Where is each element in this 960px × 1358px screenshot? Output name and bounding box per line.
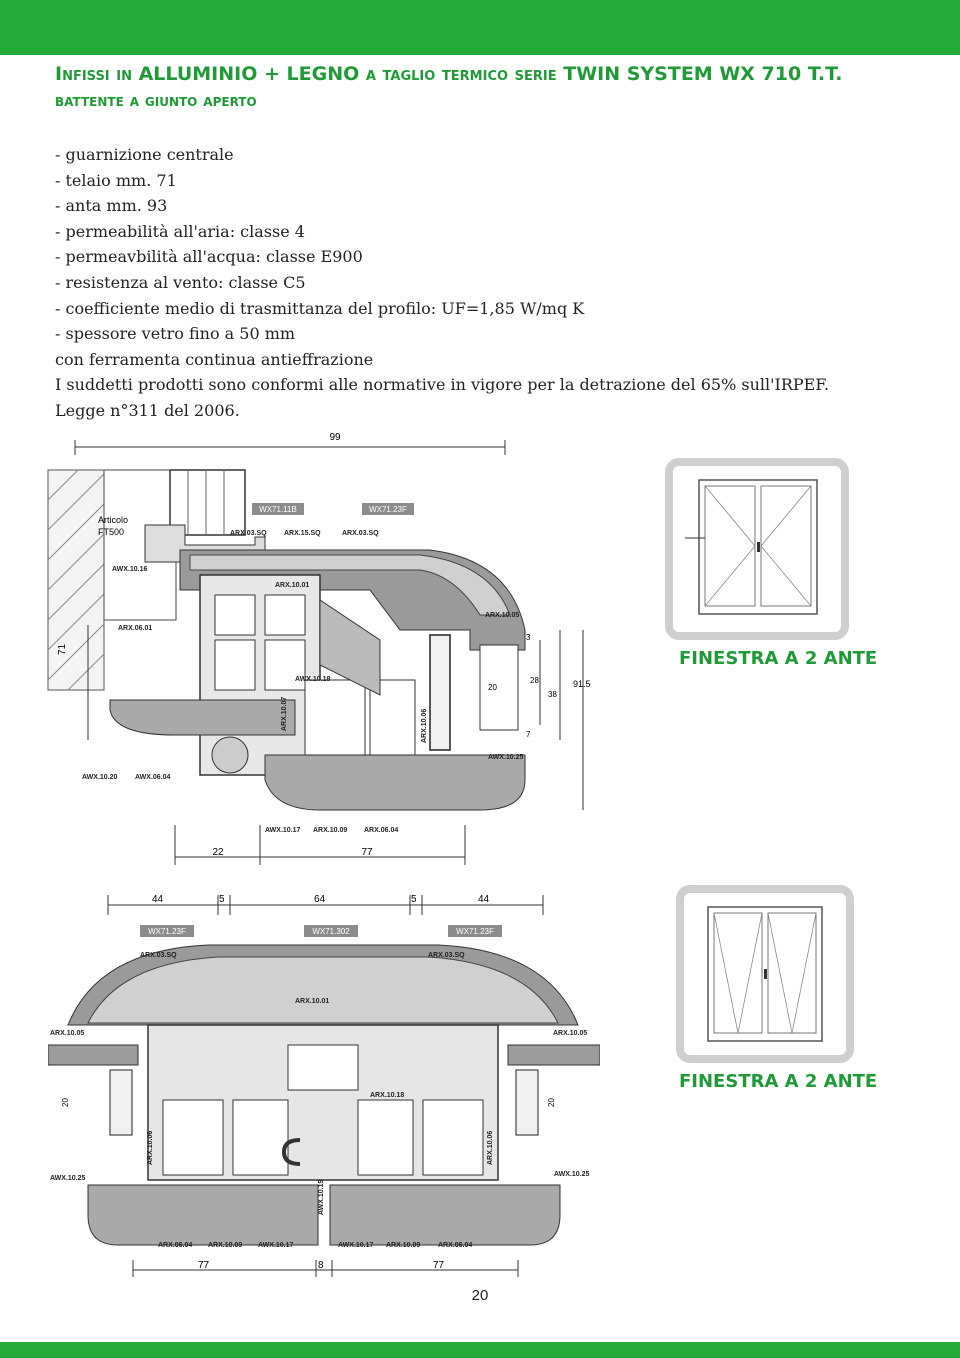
spec-item: Legge n°311 del 2006. (55, 400, 240, 420)
profile-code: WX71.23F (456, 927, 494, 936)
part-label: AWX.10.19 (318, 1179, 325, 1215)
part-label: ARX.10.05 (553, 1030, 587, 1037)
window-caption: FINESTRA A 2 ANTE (679, 648, 878, 669)
window-caption: FINESTRA A 2 ANTE (679, 1071, 878, 1092)
spec-item: - anta mm. 93 (55, 196, 168, 216)
dim-label: 3 (526, 633, 531, 642)
title-line-2: battente a giunto aperto (55, 91, 257, 111)
part-label: ARX.10.06 (147, 1131, 154, 1165)
part-label: AWX.10.17 (258, 1242, 294, 1249)
dim-label: 99 (329, 432, 341, 443)
spec-list: - guarnizione centrale - telaio mm. 71 -… (55, 142, 935, 424)
spec-item: - resistenza al vento: classe C5 (55, 272, 306, 292)
section-drawing-frame: 99 71 3 20 28 38 91.5 7 22 77 Articolo F… (40, 425, 600, 870)
part-label: AWX.10.25 (554, 1171, 590, 1178)
dim-label: 7 (526, 730, 531, 739)
article-label: Articolo (98, 515, 128, 525)
page-title: Infissi in ALLUMINIO + LEGNO a taglio te… (55, 62, 935, 112)
dim-label: 5 (411, 894, 417, 905)
spec-item: I suddetti prodotti sono conformi alle n… (55, 375, 830, 395)
dim-label: 77 (198, 1260, 210, 1271)
spec-item: - permeabilità all'aria: classe 4 (55, 221, 305, 241)
spec-item: - spessore vetro fino a 50 mm (55, 324, 296, 344)
dim-label: 38 (548, 690, 557, 699)
part-label: ARX.10.18 (370, 1092, 404, 1099)
part-label: AWX.10.18 (295, 676, 331, 683)
part-label: ARX.06.04 (158, 1242, 192, 1249)
window-2-sash-icon (665, 458, 849, 640)
part-label: ARX.06.04 (364, 827, 398, 834)
part-label: ARX.10.05 (485, 612, 519, 619)
part-label: AWX.10.20 (82, 774, 118, 781)
dim-label: 5 (219, 894, 225, 905)
part-label: ARX.10.05 (50, 1030, 84, 1037)
part-label: ARX.03.SQ (342, 530, 379, 537)
dim-label: 71 (57, 643, 68, 655)
part-label: ARX.10.07 (281, 697, 288, 731)
spec-item: - coefficiente medio di trasmittanza del… (55, 298, 585, 318)
part-label: ARX.03.SQ (428, 952, 465, 959)
profile-code: WX71.23F (369, 505, 407, 514)
part-label: AWX.10.16 (112, 566, 148, 573)
part-label: ARX.10.06 (421, 709, 428, 743)
title-line-1: Infissi in ALLUMINIO + LEGNO a taglio te… (55, 63, 843, 85)
part-label: ARX.15.SQ (284, 530, 321, 537)
dim-label: 20 (547, 1098, 556, 1107)
profile-code: WX71.23F (148, 927, 186, 936)
profile-code: WX71.302 (312, 927, 350, 936)
profile-code: WX71.11B (259, 505, 297, 514)
part-label: ARX.10.09 (313, 827, 347, 834)
dim-label: 91.5 (573, 679, 591, 689)
part-label: ARX.06.01 (118, 625, 152, 632)
part-label: ARX.10.06 (487, 1131, 494, 1165)
dim-label: 77 (361, 847, 373, 858)
dim-label: 22 (212, 847, 224, 858)
spec-item: - guarnizione centrale (55, 145, 234, 164)
window-2-sash-icon (676, 885, 854, 1063)
part-label: AWX.06.04 (135, 774, 171, 781)
dim-label: 28 (530, 676, 539, 685)
dim-label: 20 (61, 1098, 70, 1107)
part-label: ARX.06.04 (438, 1242, 472, 1249)
bottom-green-bar (0, 1342, 960, 1358)
dim-label: 44 (478, 894, 490, 905)
part-label: ARX.10.09 (208, 1242, 242, 1249)
spec-item: con ferramenta continua antieffrazione (55, 349, 374, 369)
top-green-bar (0, 0, 960, 55)
section-drawing-central: 44 5 64 5 44 WX71.23F WX71.302 WX71.23F … (48, 885, 600, 1280)
spec-item: - telaio mm. 71 (55, 170, 177, 190)
part-label: ARX.10.01 (275, 582, 309, 589)
part-label: AWX.10.17 (338, 1242, 374, 1249)
dim-label: 8 (318, 1260, 324, 1271)
page-number: 20 (471, 1287, 489, 1304)
part-label: AWX.10.17 (265, 827, 301, 834)
dim-label: 20 (488, 683, 497, 692)
article-code: FT500 (98, 527, 124, 537)
part-label: ARX.03.SQ (140, 952, 177, 959)
part-label: ARX.10.09 (386, 1242, 420, 1249)
dim-label: 77 (433, 1260, 445, 1271)
part-label: AWX.10.25 (50, 1175, 86, 1182)
part-label: ARX.03.SQ (230, 530, 267, 537)
dim-label: 64 (314, 894, 326, 905)
dim-label: 44 (152, 894, 164, 905)
part-label: ARX.10.01 (295, 998, 329, 1005)
part-label: AWX.10.25 (488, 754, 524, 761)
spec-item: - permeavbilità all'acqua: classe E900 (55, 247, 363, 267)
